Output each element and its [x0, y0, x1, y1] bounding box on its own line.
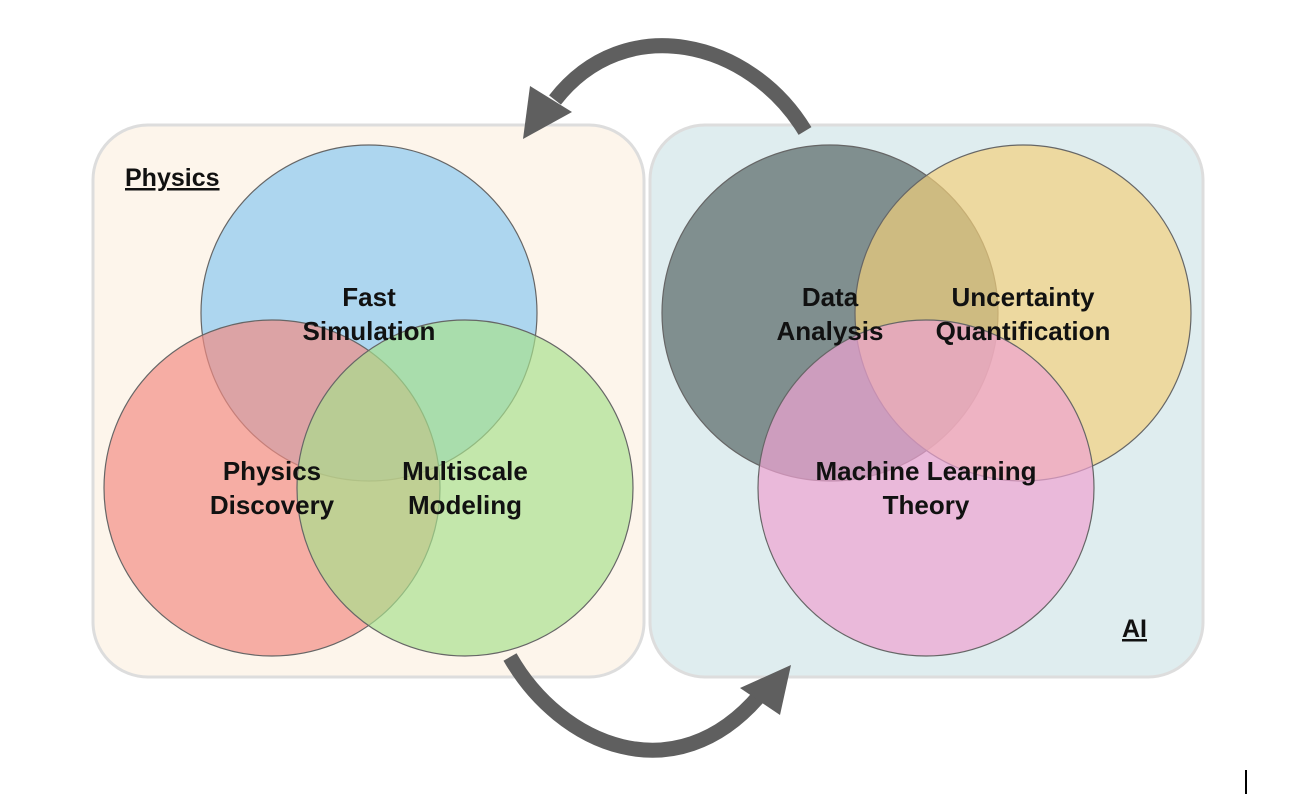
machine-learning-theory-circle [757, 319, 1095, 657]
data-analysis-label-line1: Data [802, 282, 859, 312]
ai-panel-title: AI [1122, 615, 1147, 643]
fast-simulation-label-line2: Simulation [303, 316, 436, 346]
multiscale-modeling-label-line2: Modeling [408, 490, 522, 520]
physics-panel-title: Physics [125, 164, 220, 192]
uncertainty-quantification-label-line2: Quantification [936, 316, 1111, 346]
physics-discovery-label-line1: Physics [223, 456, 321, 486]
bottom-arrowhead-icon [740, 665, 791, 715]
machine-learning-theory-label-line2: Theory [883, 490, 970, 520]
top-arrowhead-icon [523, 86, 572, 139]
top-curved-arrow [549, 38, 812, 135]
multiscale-modeling-circle [296, 319, 634, 657]
uncertainty-quantification-label-line1: Uncertainty [951, 282, 1095, 312]
physics-discovery-label-line2: Discovery [210, 490, 335, 520]
machine-learning-theory-label-line1: Machine Learning [815, 456, 1036, 486]
data-analysis-label-line2: Analysis [777, 316, 884, 346]
bottom-curved-arrow [503, 653, 766, 758]
multiscale-modeling-label-line1: Multiscale [402, 456, 528, 486]
fast-simulation-label-line1: Fast [342, 282, 396, 312]
